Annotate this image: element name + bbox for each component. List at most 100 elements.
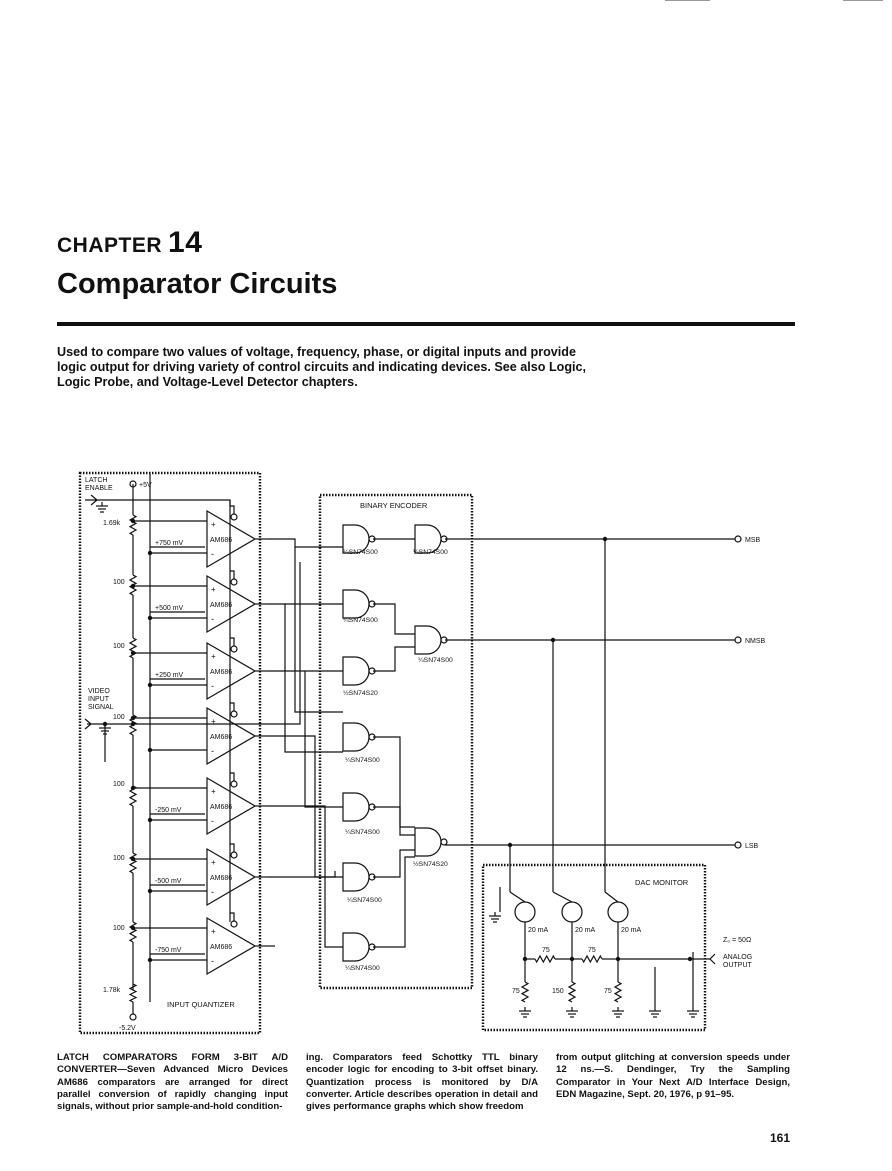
am686-comparator (206, 847, 257, 907)
comparator-minus: - (211, 614, 214, 624)
resistor (128, 514, 138, 536)
wire (267, 538, 343, 713)
wire (115, 562, 301, 725)
resistor (128, 852, 138, 874)
am686-comparator (206, 574, 257, 634)
binary-encoder-label: BINARY ENCODER (360, 501, 428, 510)
current-source (607, 901, 629, 923)
comparator-plus: + (211, 652, 216, 661)
latch-enable-label: LATCH (85, 477, 107, 484)
junction-dot (147, 817, 153, 823)
junction-dot (147, 615, 153, 621)
intro-paragraph: Used to compare two values of voltage, f… (57, 345, 587, 389)
current-source (561, 901, 583, 923)
gate-label: ¼SN74S00 (343, 549, 378, 556)
nand-gate (342, 932, 370, 962)
resistor (581, 954, 603, 964)
ad-converter-schematic: LATCHENABLE+5V-5.2V1.69k1001001001001001… (78, 471, 766, 1035)
latch-input-bubble (230, 513, 238, 521)
dac-monitor-label: DAC MONITOR (635, 878, 689, 887)
junction-dot (687, 956, 693, 962)
analog-output-label: OUTPUT (723, 962, 753, 969)
minus52-label: -5.2V (119, 1025, 136, 1032)
dac-resistor-label: 75 (542, 947, 550, 954)
dac-resistor-label: 75 (512, 988, 520, 995)
resistor (128, 637, 138, 659)
junction-dot (569, 956, 575, 962)
comparator-plus: + (211, 787, 216, 796)
am686-comparator (206, 916, 257, 976)
junction-dot (147, 747, 153, 753)
junction-dot (130, 583, 136, 589)
nand-gate (414, 625, 442, 655)
binary-encoder-box (318, 493, 474, 990)
wire (373, 849, 415, 878)
resistor-value: 100 (113, 714, 125, 721)
gate-label: ¼SN74S00 (345, 965, 380, 972)
junction-dot (147, 550, 153, 556)
am686-comparator (206, 706, 257, 766)
resistor-value: 100 (113, 643, 125, 650)
junction-dot (130, 721, 136, 727)
resistor-value: 100 (113, 925, 125, 932)
comparator-label: AM686 (210, 804, 232, 811)
reference-voltage-label: -250 mV (155, 807, 182, 814)
junction-dot (615, 956, 621, 962)
wire (230, 843, 235, 852)
am686-comparator (206, 641, 257, 701)
resistor (128, 921, 138, 943)
scan-mark (843, 0, 883, 1)
am686-comparator (206, 776, 257, 836)
junction-dot (550, 637, 556, 643)
dac-resistor-label: 75 (604, 988, 612, 995)
latch-input-bubble (230, 920, 238, 928)
wire (373, 856, 415, 948)
video-input-label: INPUT (88, 696, 110, 703)
latch-input-bubble (230, 710, 238, 718)
wire (267, 603, 343, 753)
wire (552, 891, 573, 903)
chapter-word: CHAPTER (57, 234, 163, 257)
comparator-minus: - (211, 746, 214, 756)
dac-monitor-box (481, 863, 707, 1032)
nand-gate (414, 827, 442, 857)
wire (604, 891, 619, 903)
latch-arrow (90, 494, 98, 506)
wire (85, 499, 231, 506)
reference-voltage-label: +500 mV (155, 605, 184, 612)
current-label: 20 mA (575, 927, 596, 934)
wire (373, 806, 415, 836)
junction-dot (102, 721, 108, 727)
resistor-value: 100 (113, 579, 125, 586)
gate-label: ¼SN74S00 (345, 757, 380, 764)
nand-gate (342, 589, 370, 619)
gate-label: ¼SN74S00 (418, 657, 453, 664)
junction-dot (507, 842, 513, 848)
wire (230, 637, 235, 646)
junction-dot (130, 856, 136, 862)
resistor-value: 1.78k (103, 987, 121, 994)
junction-dot (130, 925, 136, 931)
plus5-label: +5V (139, 482, 152, 489)
comparator-minus: - (211, 956, 214, 966)
junction-dot (602, 536, 608, 542)
nand-gate (342, 722, 370, 752)
nand-gate (342, 862, 370, 892)
msb-label: MSB (745, 537, 761, 544)
gate-label: ½SN74S20 (413, 860, 448, 868)
chapter-title: Comparator Circuits (57, 268, 338, 300)
junction-dot (147, 957, 153, 963)
wire (230, 772, 235, 781)
title-rule (57, 322, 795, 326)
gate-label: ½SN74S20 (343, 689, 378, 697)
gate-label: ¼SN74S00 (343, 617, 378, 624)
comparator-minus: - (211, 887, 214, 897)
junction-dot (130, 518, 136, 524)
comparator-label: AM686 (210, 734, 232, 741)
am686-comparator (206, 509, 257, 569)
wire (373, 646, 415, 672)
wire (230, 912, 235, 921)
comparator-minus: - (211, 681, 214, 691)
lsb-label: LSB (745, 843, 759, 850)
comparator-minus: - (211, 549, 214, 559)
